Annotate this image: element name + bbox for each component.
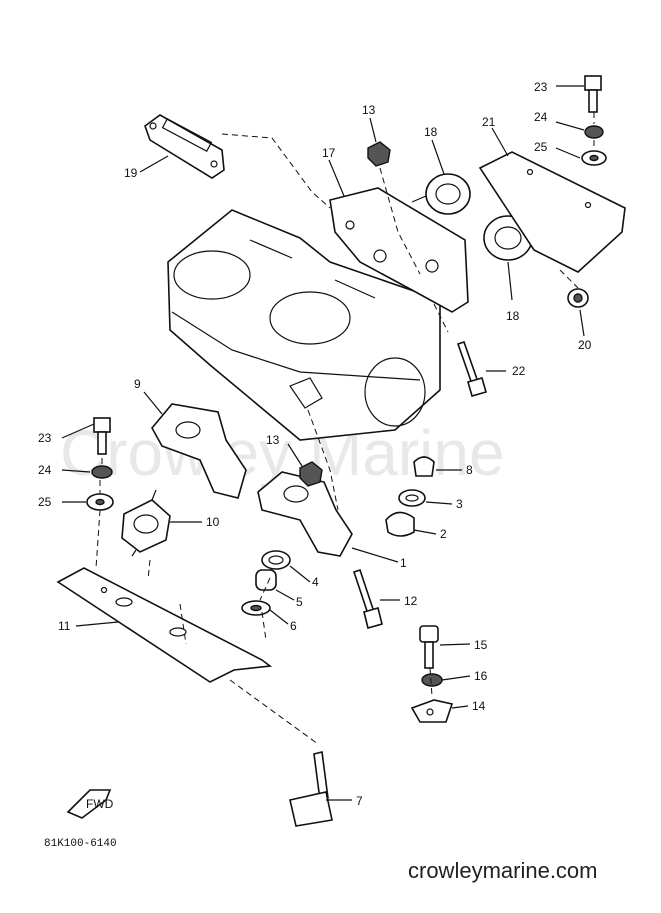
callout-25-lower: 25 [38, 495, 52, 509]
callout-1: 1 [400, 556, 407, 570]
engine-block [167, 209, 441, 441]
callout-25-upper: 25 [534, 140, 548, 154]
callout-13-lower: 13 [266, 433, 280, 447]
part-11-plate [56, 567, 273, 683]
part-13-nut-lower [299, 461, 323, 487]
part-21-plate [478, 151, 626, 273]
callout-13-upper: 13 [362, 103, 376, 117]
part-19-bracket [144, 114, 225, 179]
callout-10: 10 [206, 515, 220, 529]
fwd-arrow-icon: FWD [66, 789, 114, 819]
callout-4: 4 [312, 575, 319, 589]
part-16-washer [421, 673, 443, 687]
callout-24-upper: 24 [534, 110, 548, 124]
callout-19: 19 [124, 166, 138, 180]
fwd-label: FWD [86, 797, 114, 811]
callout-12: 12 [404, 594, 418, 608]
assembly-lines [95, 112, 595, 745]
part-3-washer [398, 489, 426, 507]
part-23-bolt-lower [93, 417, 111, 455]
callout-20: 20 [578, 338, 592, 352]
part-15-bolt [419, 625, 439, 669]
part-9-bracket [151, 403, 247, 499]
part-5-sleeve [255, 569, 277, 591]
callout-21: 21 [482, 115, 496, 129]
callout-7: 7 [356, 794, 363, 808]
callout-23-lower: 23 [38, 431, 52, 445]
callouts: 19 13 17 18 21 23 24 25 18 20 22 9 23 24… [38, 80, 592, 808]
part-13-nut-upper [367, 141, 391, 167]
part-4-collar [261, 550, 291, 570]
part-12-bolt [352, 568, 383, 629]
callout-6: 6 [290, 619, 297, 633]
callout-8: 8 [466, 463, 473, 477]
callout-15: 15 [474, 638, 488, 652]
callout-2: 2 [440, 527, 447, 541]
callout-17: 17 [322, 146, 336, 160]
callout-23-upper: 23 [534, 80, 548, 94]
callout-14: 14 [472, 699, 486, 713]
callout-18-lower: 18 [506, 309, 520, 323]
part-7-bolt [289, 751, 333, 827]
part-17-mount-bracket [329, 187, 469, 313]
callout-18-upper: 18 [424, 125, 438, 139]
part-2-damper [385, 511, 415, 537]
part-24-washer-upper [584, 125, 604, 139]
callout-5: 5 [296, 595, 303, 609]
callout-16: 16 [474, 669, 488, 683]
part-10-mount [121, 489, 171, 557]
callout-3: 3 [456, 497, 463, 511]
callout-9: 9 [134, 377, 141, 391]
part-25-washer-lower [86, 493, 114, 511]
part-23-bolt-upper [584, 75, 602, 113]
part-18-mount-upper [411, 173, 471, 215]
part-25-washer-upper [581, 150, 607, 166]
leader-lines [61, 85, 585, 801]
part-8-cap [413, 456, 435, 477]
callout-22: 22 [512, 364, 526, 378]
footer-site: crowleymarine.com [408, 858, 598, 883]
callout-11: 11 [58, 619, 71, 633]
callout-24-lower: 24 [38, 463, 52, 477]
part-6-washer [241, 600, 271, 616]
part-24-washer-lower [91, 465, 113, 479]
part-22-bolt [456, 340, 487, 397]
part-20-collar [567, 288, 589, 308]
figure-code: 81K100-6140 [44, 838, 117, 850]
part-14-plate [410, 699, 454, 723]
